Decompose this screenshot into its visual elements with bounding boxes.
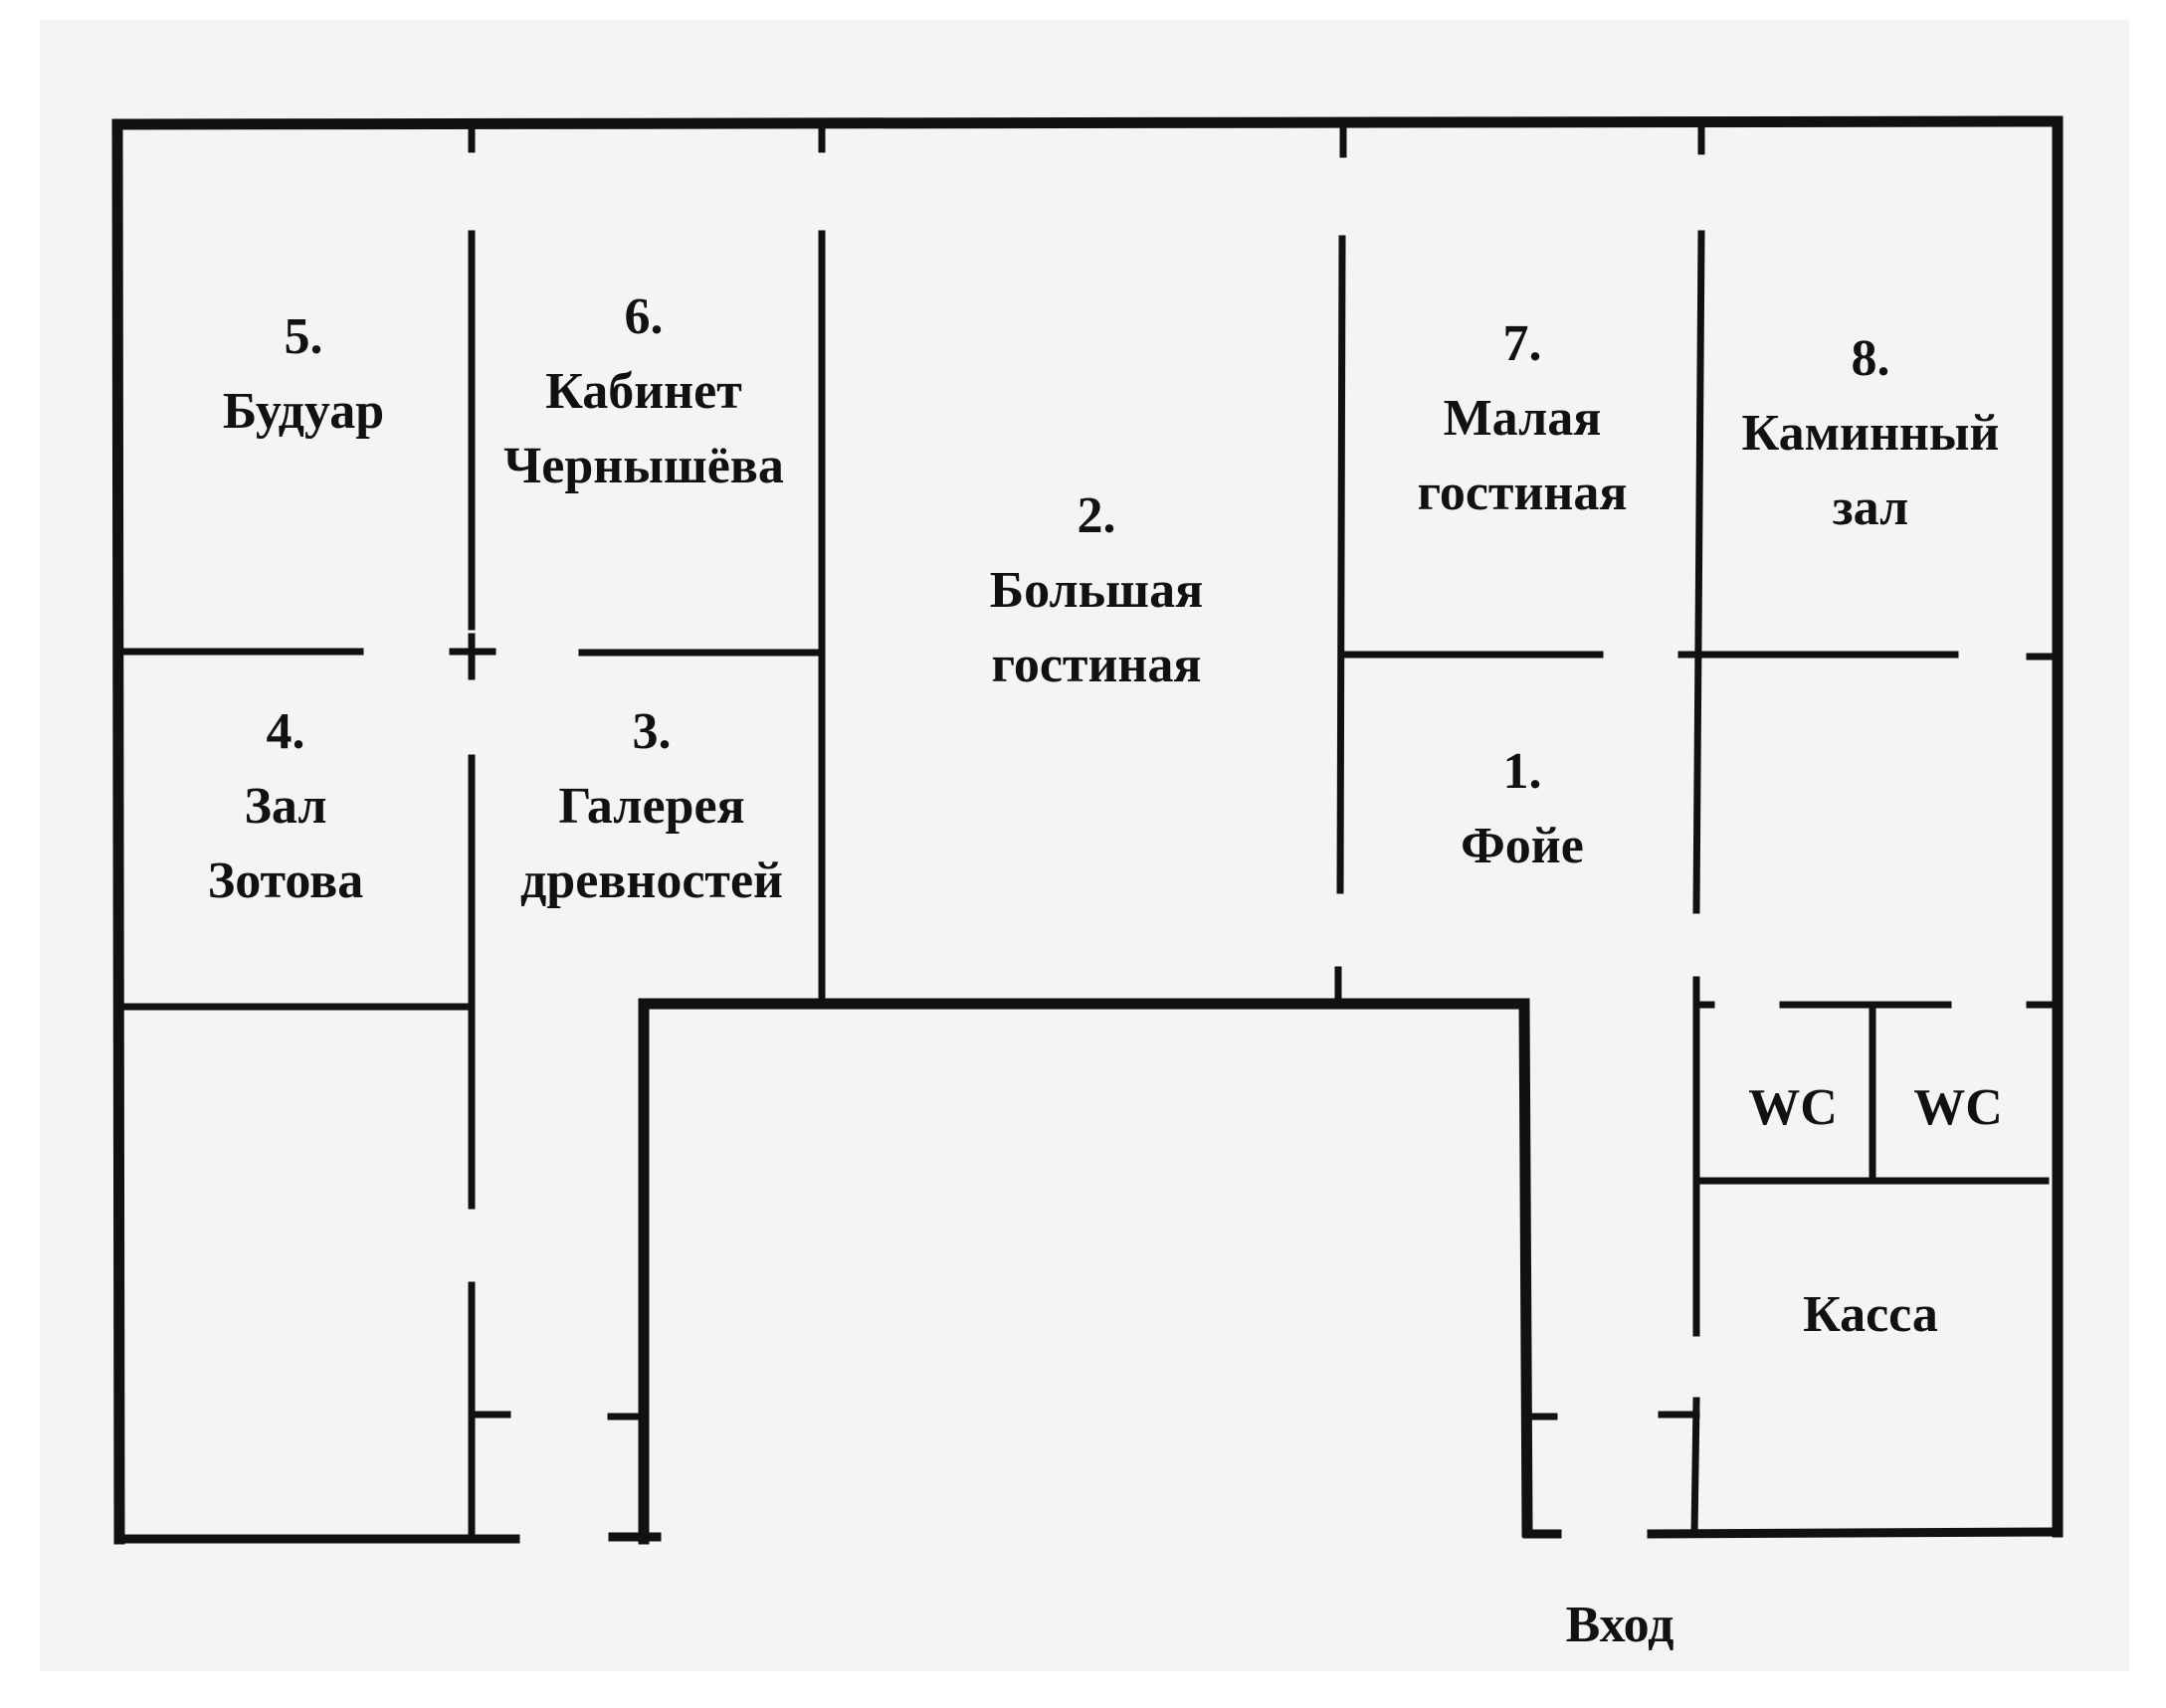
room-name: Фойе — [1461, 818, 1584, 874]
partition-2-7 — [1336, 235, 1346, 894]
courtyard-wall-right — [1518, 998, 1533, 1538]
room-cabinet: 6. Кабинет Чернышёва — [503, 288, 784, 494]
room-name: Галерея — [558, 778, 744, 835]
room-name: WC — [1748, 1079, 1838, 1136]
room-wc-1: WC — [1748, 1079, 1838, 1136]
room-wc-2: WC — [1913, 1079, 2003, 1136]
room-foyer: 1. Фойе — [1461, 743, 1584, 874]
room-number: 5. — [285, 308, 323, 365]
room-cashier: Касса — [1803, 1286, 1938, 1343]
room-number: 1. — [1503, 743, 1542, 800]
room-name: Большая — [990, 562, 1203, 619]
room-name: древностей — [520, 853, 783, 909]
room-small-hall: 7. Малая гостиная — [1418, 315, 1628, 521]
room-zotov: 4. Зал Зотова — [208, 703, 363, 909]
room-number: 4. — [267, 703, 305, 760]
paper-background — [40, 20, 2129, 1671]
room-name: WC — [1913, 1079, 2003, 1136]
room-number: 7. — [1503, 315, 1542, 372]
room-name: Каминный — [1742, 405, 2000, 462]
room-gallery: 3. Галерея древностей — [520, 703, 783, 909]
room-name: Касса — [1803, 1286, 1938, 1343]
outer-wall-left — [111, 118, 125, 1545]
room-name: Будуар — [223, 383, 384, 440]
walls — [111, 115, 2064, 1545]
outer-wall-top — [111, 115, 2064, 130]
outer-wall-bottom-right — [1647, 1527, 2063, 1539]
room-name: Кабинет — [545, 363, 742, 420]
entrance-label: Вход — [1566, 1597, 1674, 1653]
room-name: гостиная — [1418, 465, 1628, 521]
partition-7-8 — [1692, 230, 1705, 914]
partition-cashier-left — [1690, 1397, 1700, 1538]
room-name: Зал — [244, 778, 326, 835]
room-number: 6. — [625, 288, 664, 345]
room-number: 8. — [1852, 330, 1890, 387]
room-number: 2. — [1078, 487, 1116, 544]
room-name: гостиная — [992, 637, 1202, 693]
room-big-hall: 2. Большая гостиная — [990, 487, 1203, 693]
room-boudoir: 5. Будуар — [223, 308, 384, 440]
room-name: Малая — [1444, 390, 1602, 447]
room-fireplace: 8. Каминный зал — [1742, 330, 2000, 536]
room-name: зал — [1833, 479, 1909, 536]
room-name: Чернышёва — [503, 438, 784, 494]
room-number: 3. — [633, 703, 672, 760]
room-name: Зотова — [208, 853, 363, 909]
